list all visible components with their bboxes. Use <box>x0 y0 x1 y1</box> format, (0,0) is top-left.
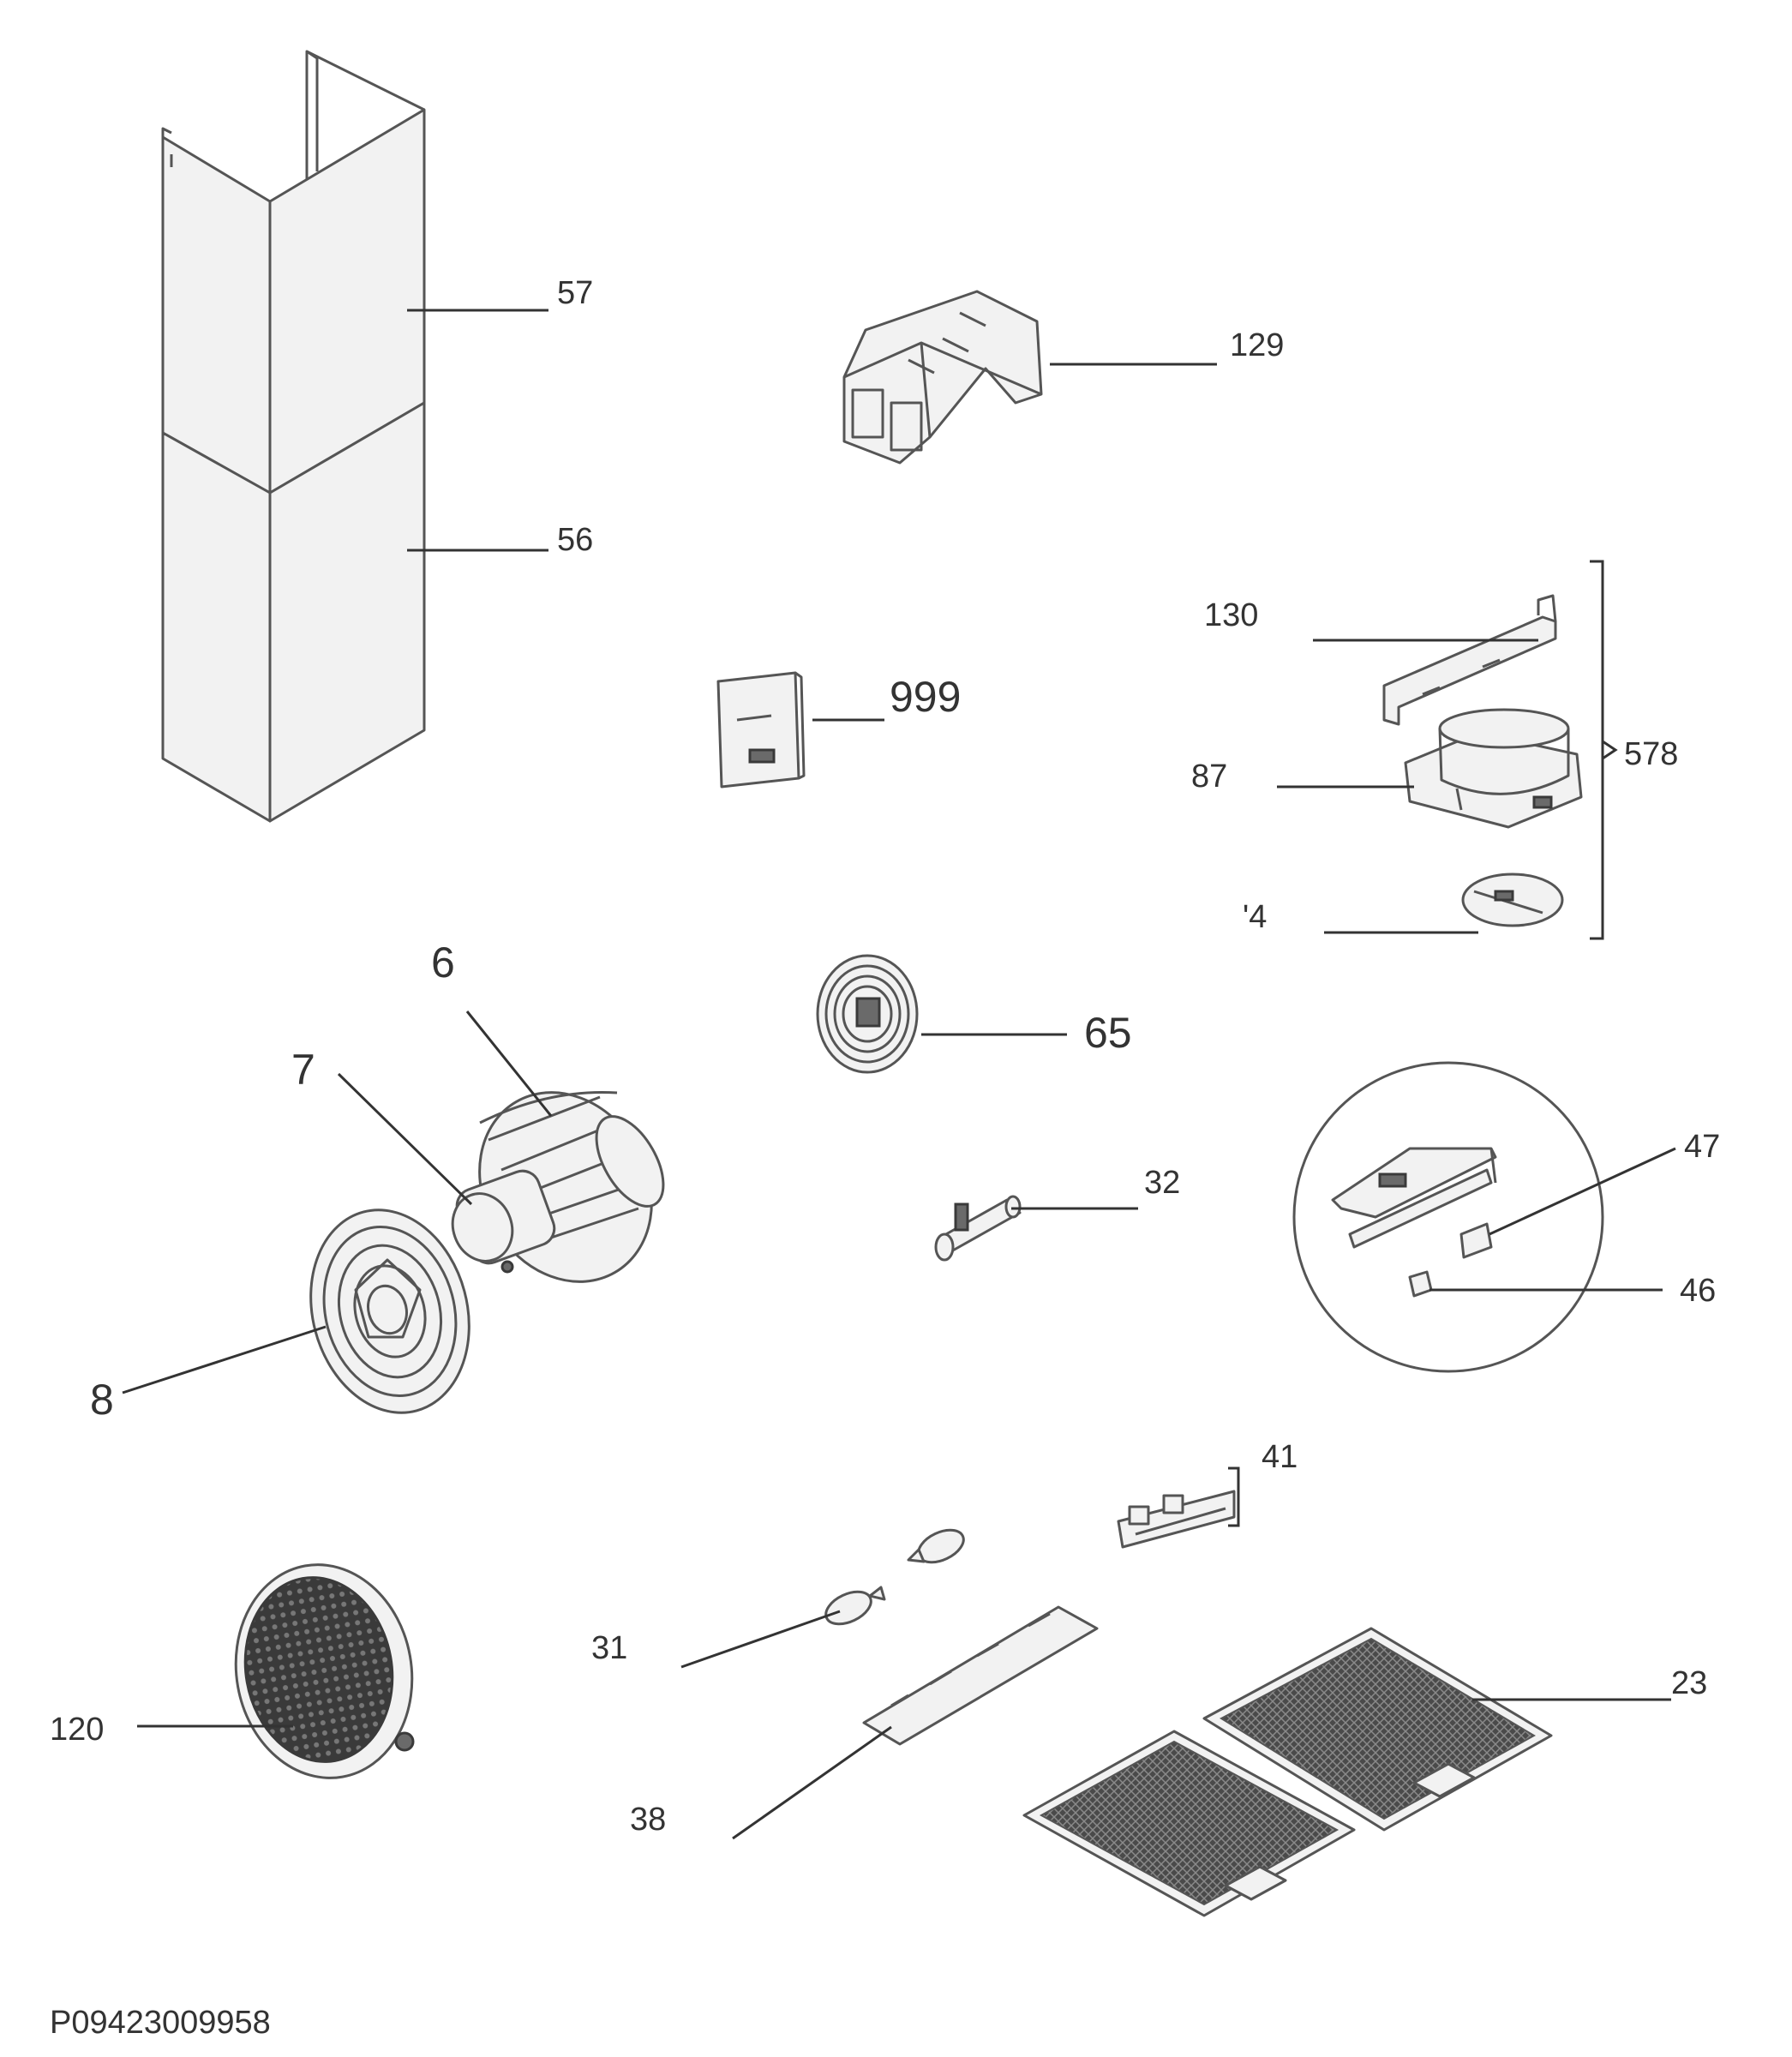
label-56: 56 <box>557 522 593 558</box>
label-46: 46 <box>1680 1273 1716 1309</box>
carbon-filter-part-120 <box>234 1563 415 1779</box>
label-57: 57 <box>557 275 593 311</box>
label-47: 47 <box>1684 1129 1720 1165</box>
label-8: 8 <box>90 1376 114 1424</box>
label-32: 32 <box>1144 1165 1180 1201</box>
group-bracket-tip-578 <box>1602 740 1618 760</box>
group-bracket-41 <box>1228 1466 1240 1527</box>
grease-filter-part-23 <box>1022 1627 1553 1917</box>
lamp-glass-part-38 <box>862 1605 1099 1746</box>
label-74: '4 <box>1243 899 1267 935</box>
chimney-lower-part-56 <box>161 401 426 823</box>
leader-lines <box>122 309 1676 1840</box>
light-bulb-part-31 <box>824 1528 965 1626</box>
grille-ring-part-65 <box>816 954 919 1074</box>
label-41: 41 <box>1262 1439 1298 1475</box>
label-6: 6 <box>431 939 455 987</box>
label-578: 578 <box>1624 736 1678 772</box>
backdraft-valve-part-74 <box>1461 873 1564 927</box>
label-129: 129 <box>1230 327 1284 363</box>
label-120: 120 <box>50 1712 104 1748</box>
control-detail-circle <box>1292 1061 1604 1373</box>
switch-part-32 <box>934 1195 1022 1262</box>
label-999: 999 <box>890 673 961 721</box>
connector-part-46 <box>1408 1270 1433 1298</box>
label-38: 38 <box>630 1802 666 1838</box>
duct-bracket-part-129 <box>842 290 1043 465</box>
label-31: 31 <box>591 1630 627 1666</box>
wall-bracket-part-130 <box>1382 594 1557 726</box>
chimney-upper-part-57 <box>161 50 426 495</box>
instruction-manual-part-999 <box>716 671 806 789</box>
label-23: 23 <box>1671 1665 1707 1701</box>
diagram-code: P09423009958 <box>50 2005 271 2041</box>
duct-adapter-part-87 <box>1404 708 1583 829</box>
label-87: 87 <box>1191 759 1227 795</box>
label-130: 130 <box>1204 597 1258 633</box>
light-module-part-41 <box>1117 1490 1236 1549</box>
control-board-part-47 <box>1459 1222 1493 1259</box>
group-bracket-578 <box>1590 560 1604 940</box>
label-7: 7 <box>291 1046 315 1094</box>
fan-motor-part-7 <box>451 1169 556 1274</box>
label-65: 65 <box>1084 1009 1132 1057</box>
